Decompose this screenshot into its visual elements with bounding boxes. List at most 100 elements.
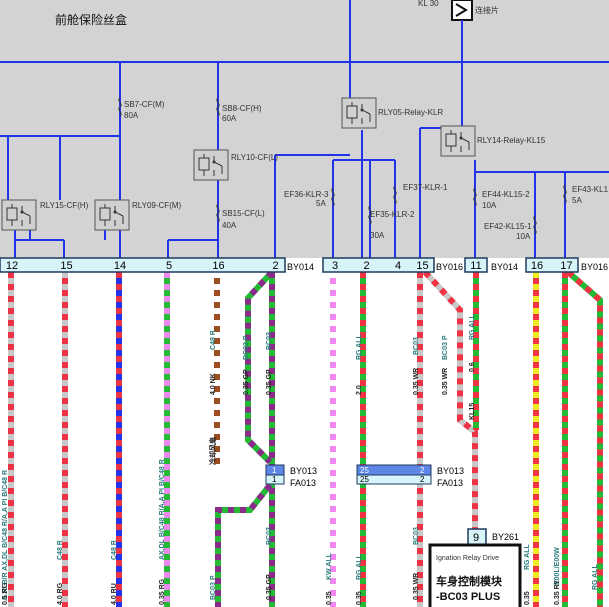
pin-number: 15 xyxy=(60,260,72,272)
fusebox-panel xyxy=(0,0,609,258)
wire-label: BC03 xyxy=(413,337,420,355)
fuse-ef43-name: EF43-KL1 xyxy=(572,185,609,194)
fuse-sb7-rating: 80A xyxy=(124,111,139,120)
wire-label: 0.5 RG xyxy=(2,582,9,605)
pin-number: 5 xyxy=(166,260,172,272)
fuse-sb15-rating: 40A xyxy=(222,221,237,230)
wire-label: 4.0 NK xyxy=(210,373,217,395)
pin-number: 11 xyxy=(470,260,481,272)
wire-label: BC03 xyxy=(266,527,273,545)
mid-pin1-bottom: 1 xyxy=(272,475,277,484)
wire-label: 0.35 B/R AX,DL B/C48 R/A,A PI B/C48 R xyxy=(2,470,9,600)
wire-label: 2.0 xyxy=(356,385,363,395)
connector-fa013-a: FA013 xyxy=(290,478,316,488)
wire-pin2b xyxy=(245,269,275,465)
pin-strip-segment-1 xyxy=(0,257,286,273)
fuse-ef44-rating: 10A xyxy=(482,201,497,210)
wire-label: 4.0 RU xyxy=(111,583,118,605)
relay-rly10-symbol xyxy=(193,149,229,181)
wire-label: 0.35 xyxy=(524,591,531,605)
wire-label: AX,DL B/C48 R/A,A PI B/C48 R xyxy=(159,459,166,560)
fuse-sb8-name: SB8-CF(H) xyxy=(222,104,262,113)
wire-label: 0.35 GP xyxy=(243,369,250,395)
mid-pin1-top: 1 xyxy=(272,466,277,475)
wire-label: 0.35 WR xyxy=(442,368,449,395)
pin-strip-segment-4 xyxy=(525,257,579,273)
relay-rly09-symbol xyxy=(94,199,130,231)
kl30-code: KL 30 xyxy=(418,0,439,8)
pin9-connector: 9 BY261 xyxy=(467,528,519,546)
relay-rly15-symbol xyxy=(1,199,37,231)
wire-pin17b xyxy=(566,269,603,607)
fuse-ef36-rating: 5A xyxy=(316,199,326,208)
pin-strip-segment-3 xyxy=(464,257,488,273)
pin-number: 2 xyxy=(272,260,278,272)
bcm-module: Ignation Relay Drive 车身控制模块 -BC03 PLUS xyxy=(428,543,522,607)
mid-connector-right: 25 25 2 2 BY013 FA013 xyxy=(356,464,464,488)
relay-rly05-symbol xyxy=(341,97,377,129)
wire-label: 0.35 WR xyxy=(413,573,420,600)
wire-pin17b-stripe xyxy=(566,269,603,607)
bcm-function: Ignation Relay Drive xyxy=(436,555,499,562)
fuse-sb7-name: SB7-CF(M) xyxy=(124,100,165,109)
wire-labels: 0.35 B/R AX,DL B/C48 R/A,A PI B/C48 R0.5… xyxy=(2,313,599,605)
connector-by016-b: BY016 xyxy=(581,262,608,272)
relay-rly14-label: RLY14-Relay-KL15 xyxy=(477,136,546,145)
fuse-ef37-name: EF37-KLR-1 xyxy=(403,183,448,192)
wire-bc03-low xyxy=(215,483,273,607)
fuse-sb8-rating: 60A xyxy=(222,114,237,123)
fuse-ef44-name: EF44-KL15-2 xyxy=(482,190,530,199)
pin-strip-segment-2 xyxy=(322,257,435,273)
mid-connector-left: 1 1 BY013 FA013 xyxy=(265,464,317,488)
wire-label: 0.6 xyxy=(469,362,476,372)
pin-number: 16 xyxy=(531,260,543,272)
kl30-label: 连接片 xyxy=(475,5,499,15)
bus-lines xyxy=(0,0,609,258)
pin-number: 15 xyxy=(416,260,428,272)
pin-number: 16 xyxy=(212,260,224,272)
pin-number: 4 xyxy=(395,260,401,272)
relay-rly10-label: RLY10-CF(L) xyxy=(231,153,278,162)
wire-label: C48 R xyxy=(210,330,217,350)
fuse-ef43-rating: 5A xyxy=(572,196,582,205)
wire-pin2b-stripe xyxy=(245,269,275,465)
fuse-ef42-rating: 10A xyxy=(516,232,531,241)
connector-fa013-b: FA013 xyxy=(437,478,463,488)
fuse-sb15-name: SB15-CF(L) xyxy=(222,209,265,218)
pin-number: 14 xyxy=(114,260,126,272)
fuse-ef35-rating: 30A xyxy=(370,231,385,240)
wire-label: KL15 xyxy=(469,403,476,420)
bcm-model: -BC03 PLUS xyxy=(436,591,500,603)
wire-label: 4.0 RG xyxy=(57,582,64,605)
wire-label: RG ALL xyxy=(356,553,363,580)
connector-by013-b: BY013 xyxy=(437,466,464,476)
wire-bc03-low-stripe xyxy=(215,483,273,607)
wire-label: RG ALL xyxy=(592,563,599,590)
mid-pin2-top: 2 xyxy=(420,466,425,475)
wire-label: 0.35 RY xyxy=(554,580,561,605)
fuse-ef36-name: EF36-KLR-3 xyxy=(284,190,329,199)
pin-number: 12 xyxy=(6,260,18,272)
wire-label: 冷却风扇 xyxy=(208,437,217,465)
wire-label: BC03 P xyxy=(243,335,250,360)
bcm-name: 车身控制模块 xyxy=(436,574,503,588)
wire-label: RG ALL xyxy=(524,543,531,570)
wire-label: C48 R xyxy=(57,540,64,560)
wire-label: KW ALL xyxy=(326,552,333,580)
connector-by013-a: BY013 xyxy=(290,466,317,476)
connector-by014-b: BY014 xyxy=(491,262,518,272)
relay-rly15-label: RLY15-CF(H) xyxy=(40,201,89,210)
pin9-number: 9 xyxy=(473,532,479,544)
wire-label: 0.35 GP xyxy=(266,574,273,600)
wire-label: C48 R xyxy=(111,540,118,560)
pin-number: 17 xyxy=(560,260,572,272)
wire-label: 0.35 RG xyxy=(159,578,166,605)
wire-label: 0.35 GP xyxy=(266,369,273,395)
wire-label: BC03 xyxy=(266,332,273,350)
connector-by016-a: BY016 xyxy=(436,262,463,272)
pin-number: 3 xyxy=(332,260,338,272)
wire-label: RG ALL xyxy=(356,333,363,360)
